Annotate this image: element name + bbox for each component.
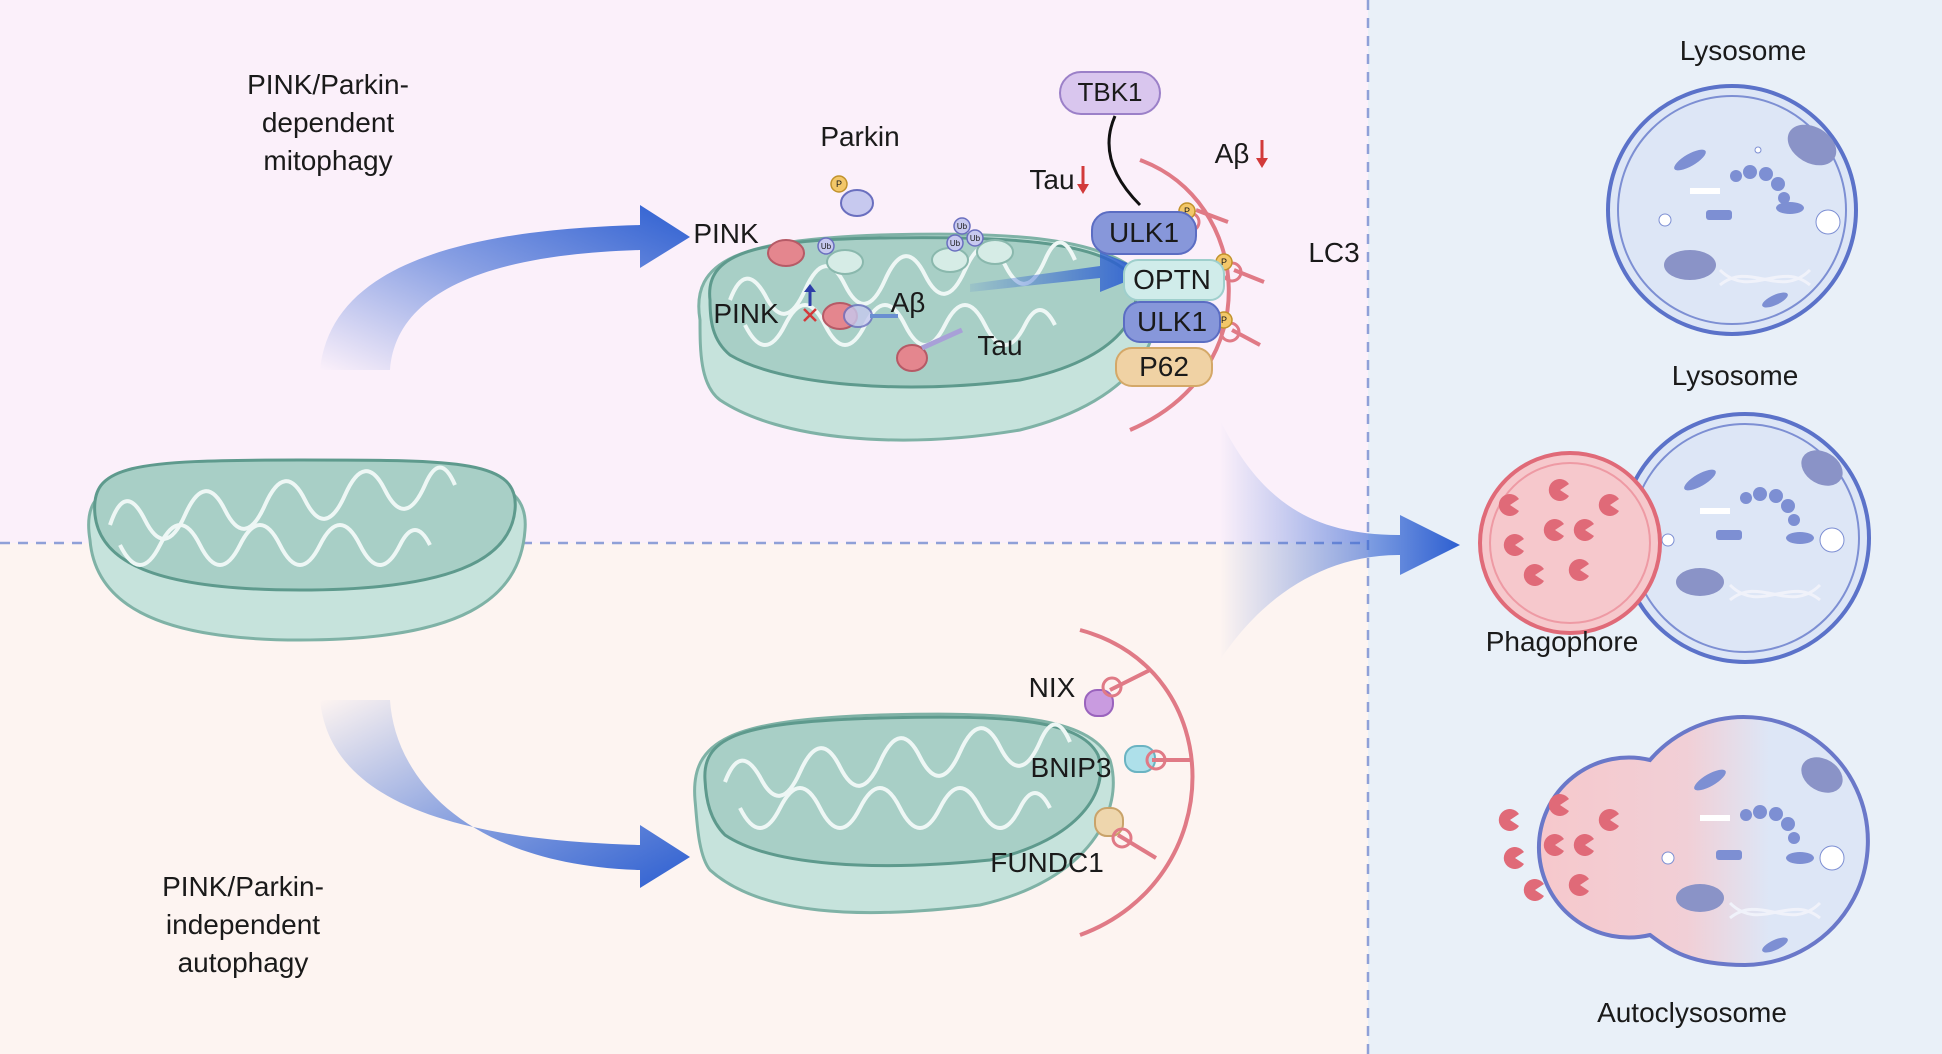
arrow-to-dependent [320,205,690,370]
arrow-to-lysosome [1220,420,1460,660]
arrow-to-independent [320,700,690,888]
parkin-label: Parkin [820,121,899,152]
nix-label: NIX [1029,672,1076,703]
abeta-label-inner: Aβ [891,287,926,318]
pink-protein-inner [803,284,898,330]
tau-protein-inner [896,327,964,372]
internal-arrow [970,252,1150,292]
lc3-arc-top [1129,158,1231,432]
pink-label-top: PINK [693,218,759,249]
bnip3-receptor [1124,745,1190,773]
lysosome-middle-label: Lysosome [1672,360,1799,391]
tbk1-connector [1107,115,1142,207]
bnip3-label: BNIP3 [1031,752,1112,783]
dependent-title-line2: dependent [262,107,395,138]
independent-title-line1: PINK/Parkin- [162,871,324,902]
dependent-title-line1: PINK/Parkin- [247,69,409,100]
pink-label-inner: PINK [713,298,779,329]
tau-down-arrow [1077,166,1089,194]
parkin-protein: P [830,175,874,217]
independent-title: PINK/Parkin- independent autophagy [162,871,324,978]
p62-badge [1115,347,1213,387]
tbk1-label: TBK1 [1077,77,1142,107]
autoclysosome-label: Autoclysosome [1597,997,1787,1028]
tbk1-badge [1059,71,1161,115]
ub-protein-1: Ub [817,237,864,275]
tau-label-inner: Tau [977,330,1022,361]
independent-title-line3: autophagy [178,947,309,978]
abeta-down-label: Aβ [1215,138,1250,169]
nix-receptor [1084,668,1151,717]
fundc1-receptor [1094,807,1158,860]
phagophore [1478,451,1662,635]
abeta-down-arrow [1256,140,1268,168]
ulk1-badge-a [1091,211,1197,255]
p-label-1: P [1184,206,1190,216]
tau-down-label: Tau [1029,164,1074,195]
lc3-label: LC3 [1308,237,1359,268]
ub-protein-2: Ub Ub Ub [931,217,1014,273]
ulk1-badge-b [1123,301,1221,343]
p-label-parkin: P [836,179,842,189]
fundc1-label: FUNDC1 [990,847,1104,878]
left-mitochondrion [87,458,527,642]
phagophore-label: Phagophore [1486,626,1639,657]
optn-label: OPTN [1133,264,1211,295]
p-label-3: P [1221,315,1227,325]
ub-label-2: Ub [957,222,968,231]
p-label-2: P [1221,257,1227,267]
bottom-mitochondrion [693,712,1115,915]
lysosome-middle [1619,412,1871,664]
dependent-title: PINK/Parkin- dependent mitophagy [247,69,409,176]
ub-label-4: Ub [970,234,981,243]
ulk1-label-b: ULK1 [1137,306,1207,337]
optn-badge [1123,259,1225,301]
autoclysosome [1498,715,1870,968]
lysosome-top-label: Lysosome [1680,35,1807,66]
independent-title-line2: independent [166,909,320,940]
p62-label: P62 [1139,351,1189,382]
ub-label-3: Ub [950,239,961,248]
dependent-title-line3: mitophagy [263,145,392,176]
lysosome-top [1606,84,1858,336]
lc3-arc-bottom [1079,628,1195,937]
ulk1-label-a: ULK1 [1109,217,1179,248]
pink-protein-outer [767,239,805,267]
ub-label-1: Ub [821,242,832,251]
